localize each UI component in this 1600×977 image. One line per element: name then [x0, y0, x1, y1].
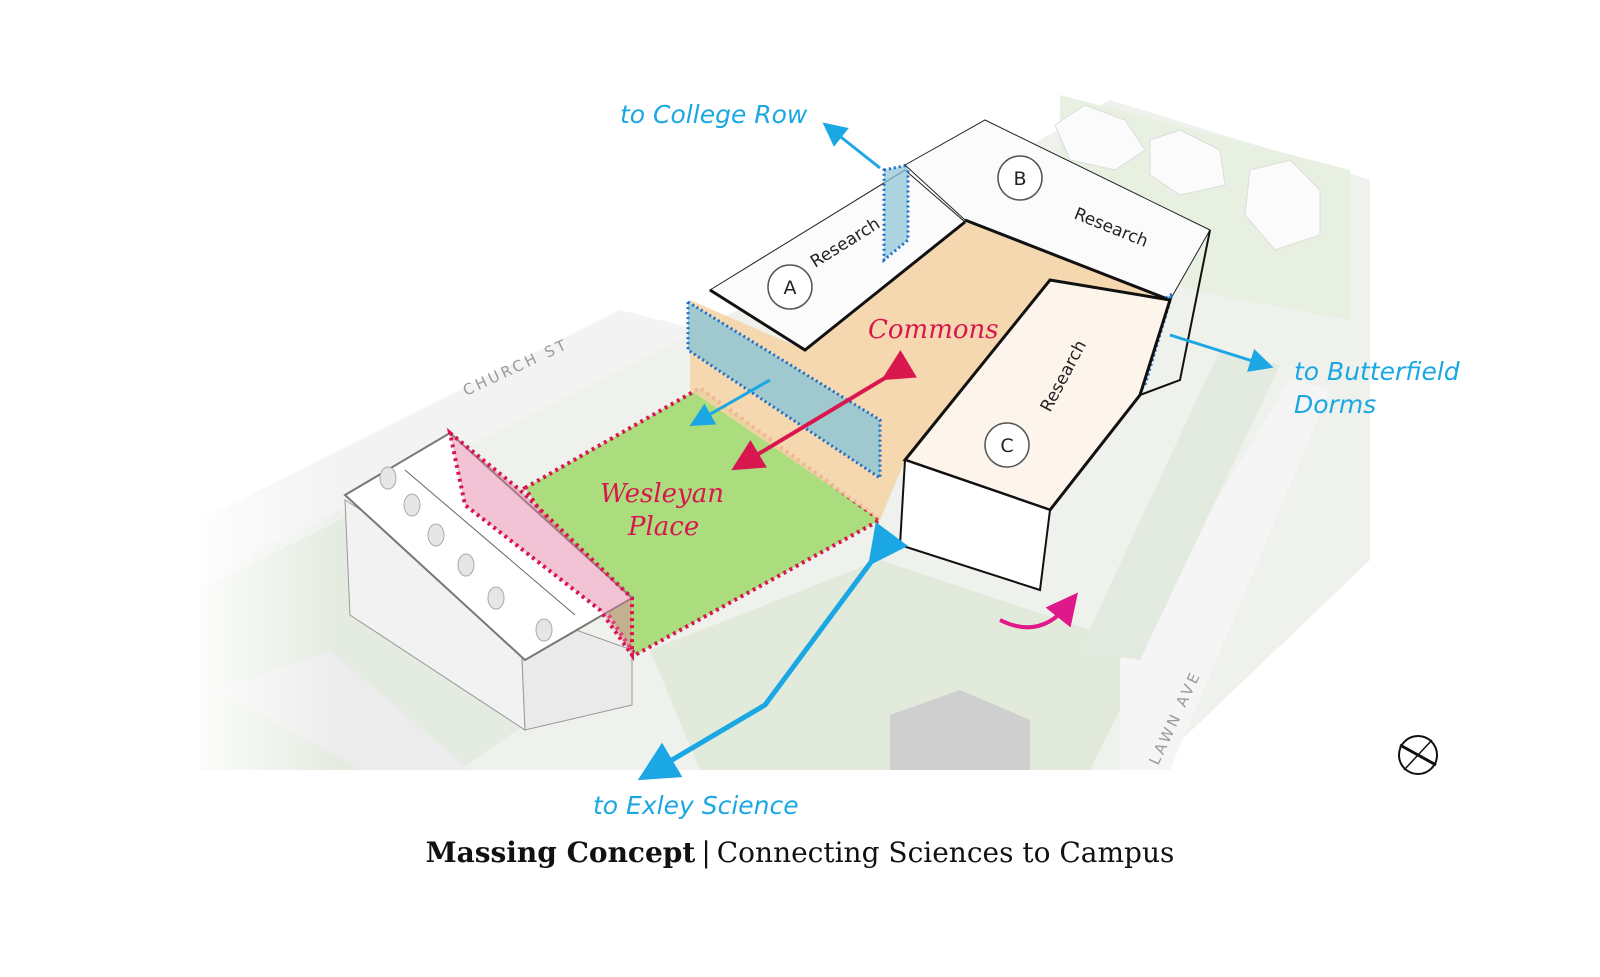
exley-label: to Exley Science — [593, 791, 799, 820]
building-c-base — [898, 458, 1052, 592]
glazing-a-north — [882, 163, 910, 264]
dormer — [427, 523, 445, 547]
north-arrow-icon — [1398, 735, 1438, 775]
house-1 — [1054, 104, 1146, 171]
caption-title: Massing Concept — [425, 836, 696, 869]
building-a-outline — [709, 220, 966, 352]
arrow-to-butterfield — [1169, 333, 1274, 372]
wesleyan-place-label-2: Place — [627, 512, 699, 542]
caption-subtitle: Connecting Sciences to Campus — [716, 836, 1175, 869]
dormers — [379, 466, 553, 642]
east-lawn — [1080, 350, 1280, 660]
caption: Massing Concept|Connecting Sciences to C… — [0, 836, 1600, 869]
building-a-letter: A — [784, 277, 797, 299]
parking-lot — [890, 690, 1030, 770]
dormer — [535, 618, 553, 642]
building-b-edge — [964, 218, 1171, 302]
college-row-label: to College Row — [620, 100, 808, 129]
house-2 — [1149, 129, 1226, 196]
building-a-badge — [767, 264, 813, 310]
butterfield-label-2: Dorms — [1294, 390, 1376, 419]
commons-label: Commons — [868, 315, 999, 345]
historic-highlight — [446, 427, 634, 662]
dormer — [403, 493, 421, 517]
roof-ridge — [404, 469, 576, 616]
dormer — [379, 466, 397, 490]
arrow-commons-plaza-red — [731, 350, 917, 471]
building-b-letter: B — [1013, 168, 1026, 190]
arrow-to-college-row — [822, 122, 881, 170]
building-b-badge — [997, 155, 1043, 201]
building-c-letter: C — [1000, 435, 1013, 457]
building-b-roof — [904, 119, 1211, 301]
building-c — [898, 278, 1172, 592]
neighbor-houses — [1054, 104, 1321, 251]
dormer — [487, 586, 505, 610]
caption-separator: | — [701, 836, 711, 869]
butterfield-label-1: to Butterfield — [1294, 357, 1460, 386]
connection-arrows — [637, 122, 1274, 781]
arrow-to-exley — [637, 522, 908, 781]
wesleyan-place-label-1: Wesleyan — [600, 479, 724, 509]
fade-left — [180, 300, 340, 780]
historic-building — [343, 427, 634, 731]
building-b-east — [1139, 229, 1211, 396]
house-3 — [1244, 159, 1321, 251]
dormer — [457, 553, 475, 577]
building-c-badge — [984, 422, 1030, 468]
arrow-rotate — [999, 592, 1079, 630]
lawn-ave-road — [1120, 380, 1330, 770]
building-c-corner — [1049, 394, 1141, 511]
